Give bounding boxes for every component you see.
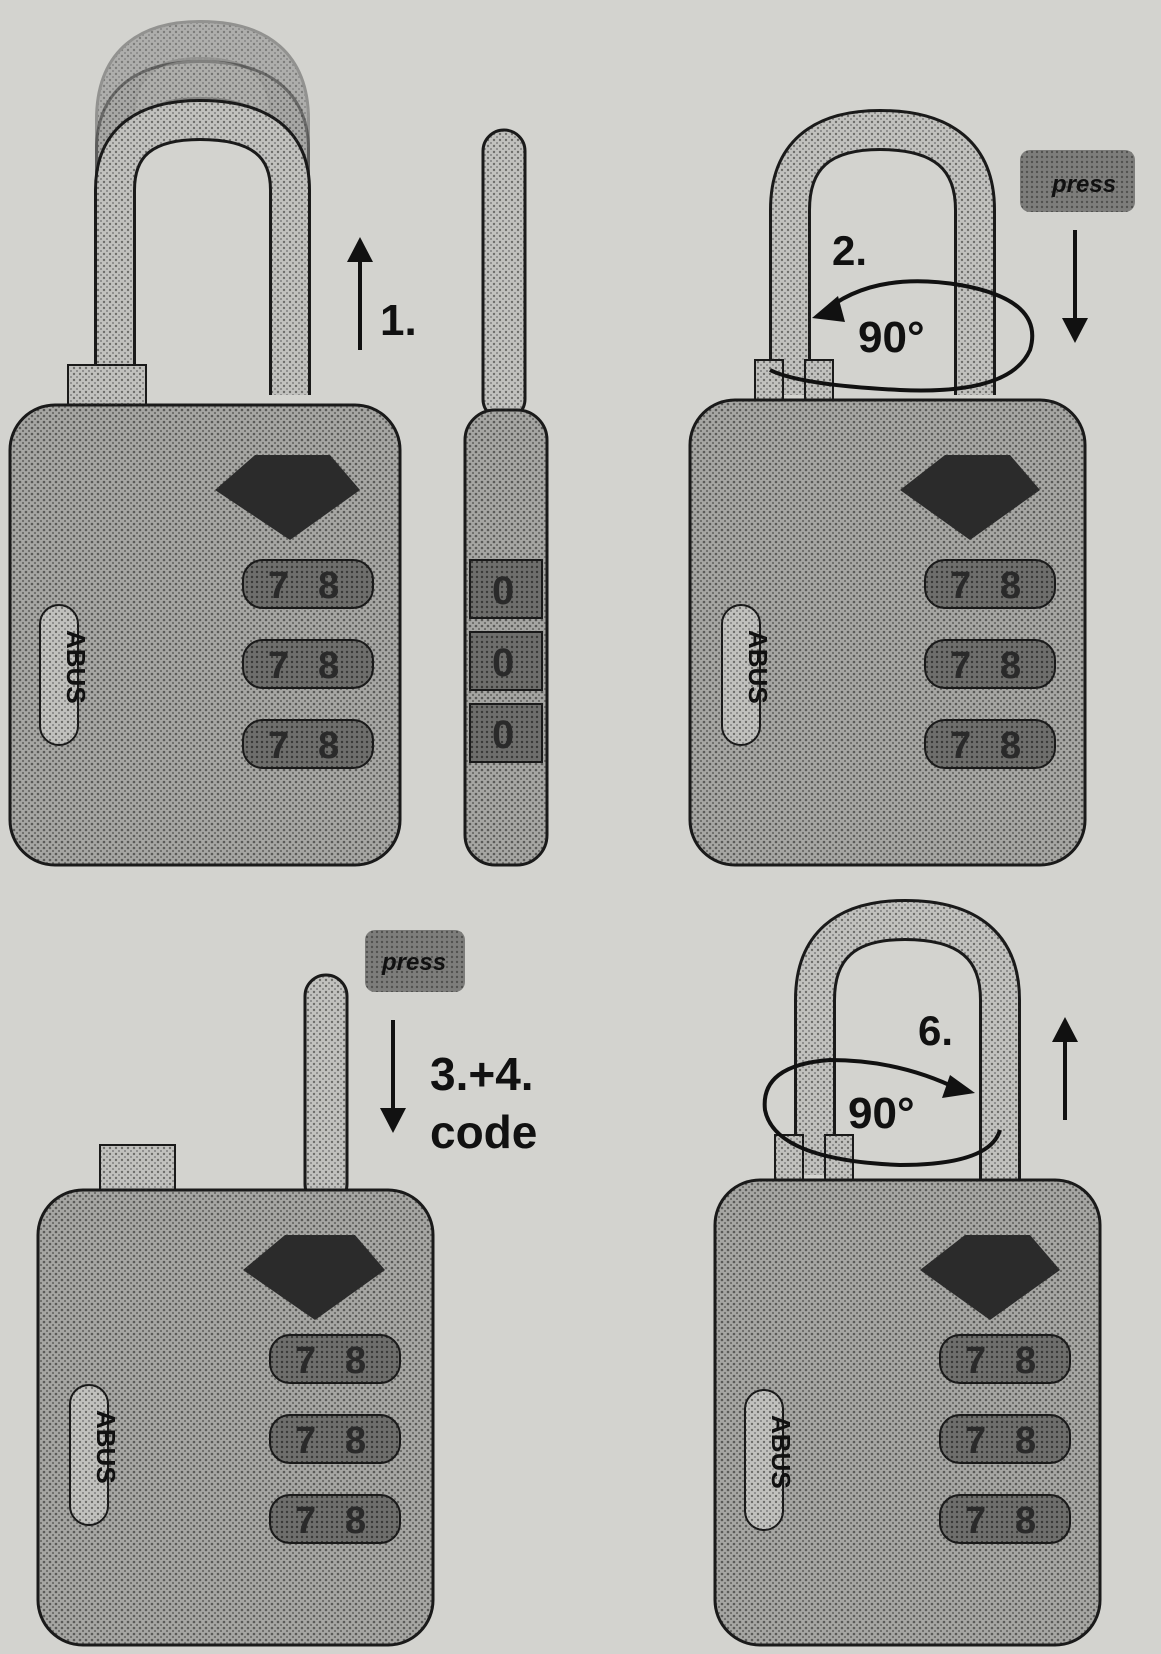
dial-digit: 8 <box>1000 565 1021 607</box>
dial-digit: 7 <box>950 725 971 767</box>
dial-digit: 7 <box>268 565 289 607</box>
dial-digit: 7 <box>965 1340 986 1382</box>
dial-digit: 8 <box>345 1500 366 1542</box>
side-dial-digit: 0 <box>492 569 514 613</box>
panel-step-2: 7 8 7 8 7 8 ABUS 2. 90° press <box>688 108 1135 867</box>
diamond-logo-icon <box>900 455 1040 540</box>
dial-digit: 7 <box>268 725 289 767</box>
side-dial-digit: 0 <box>492 713 514 757</box>
dial-digit: 7 <box>295 1420 316 1462</box>
diamond-logo-icon <box>243 1235 385 1320</box>
side-dial-digit: 0 <box>492 641 514 685</box>
brand-label: ABUS <box>61 630 91 704</box>
code-label: code <box>430 1106 537 1158</box>
dial-digit: 7 <box>965 1500 986 1542</box>
press-tag <box>365 930 465 992</box>
dial-group: 7 8 7 8 7 8 <box>939 1334 1071 1544</box>
dial-digit: 8 <box>318 645 339 687</box>
panel-step-3-4: 7 8 7 8 7 8 ABUS press 3.+4. code <box>36 930 537 1647</box>
dial-digit: 8 <box>1000 645 1021 687</box>
dial-digit: 8 <box>1000 725 1021 767</box>
panel-step-1: 7 8 7 8 7 8 ABUS 1. <box>8 19 417 867</box>
press-tag-label: press <box>1051 171 1116 198</box>
dial-digit: 8 <box>345 1420 366 1462</box>
dial-group: 7 8 7 8 7 8 <box>242 559 374 769</box>
dial-digit: 7 <box>965 1420 986 1462</box>
step-2-label: 2. <box>832 227 867 274</box>
dial-digit: 7 <box>295 1500 316 1542</box>
step-3-4-label: 3.+4. <box>430 1048 534 1100</box>
lock-side-view: 0 0 0 <box>463 128 549 867</box>
shackle <box>94 98 311 395</box>
rotation-angle-label: 90° <box>848 1089 915 1138</box>
dial-digit: 7 <box>950 565 971 607</box>
step-6-label: 6. <box>918 1007 953 1054</box>
dial-digit: 8 <box>318 565 339 607</box>
dial-digit: 8 <box>1015 1340 1036 1382</box>
rotate-90-arrow-icon <box>762 1057 1002 1168</box>
press-tag <box>1020 150 1135 212</box>
dial-digit: 8 <box>345 1340 366 1382</box>
rotation-angle-label: 90° <box>858 313 925 362</box>
diamond-logo-icon <box>215 455 360 540</box>
dial-group: 7 8 7 8 7 8 <box>269 1334 401 1544</box>
dial-digit: 7 <box>295 1340 316 1382</box>
dial-digit: 7 <box>950 645 971 687</box>
step-1-label: 1. <box>380 296 417 345</box>
dial-digit: 8 <box>1015 1500 1036 1542</box>
dial-digit: 8 <box>1015 1420 1036 1462</box>
press-tag-label: press <box>381 949 446 976</box>
diamond-logo-icon <box>920 1235 1060 1320</box>
dial-group: 7 8 7 8 7 8 <box>924 559 1056 769</box>
panel-step-6: 7 8 7 8 7 8 ABUS 6. 90° <box>713 898 1102 1647</box>
rotate-90-arrow-icon <box>769 279 1035 393</box>
brand-label: ABUS <box>766 1415 796 1489</box>
brand-label: ABUS <box>743 630 773 704</box>
dial-digit: 7 <box>268 645 289 687</box>
dial-digit: 8 <box>318 725 339 767</box>
brand-label: ABUS <box>91 1410 121 1484</box>
